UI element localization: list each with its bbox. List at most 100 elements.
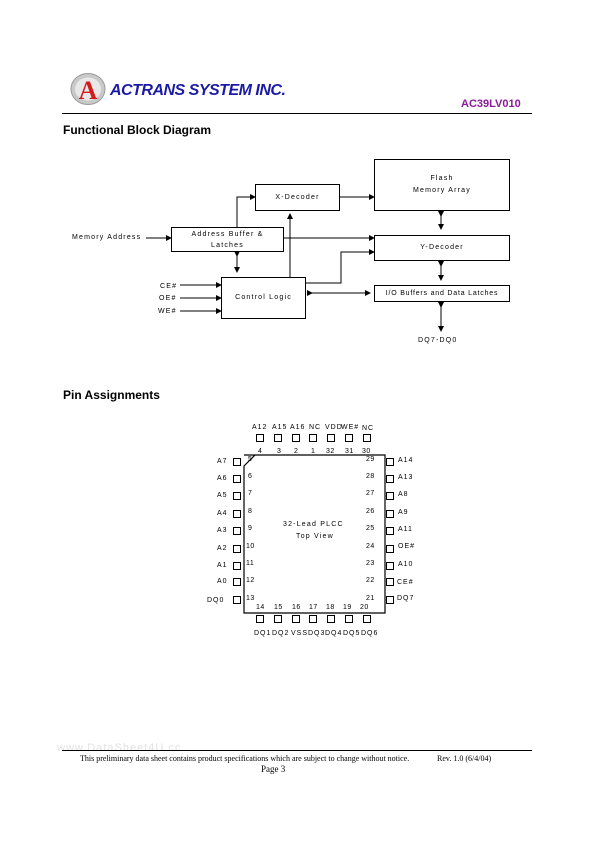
pin-pad bbox=[292, 434, 300, 442]
pin-number: 11 bbox=[246, 560, 255, 567]
pin-label: A12 bbox=[252, 424, 268, 431]
latches-label: Latches bbox=[211, 241, 244, 249]
pin-number: 16 bbox=[292, 604, 301, 611]
pin-label: NC bbox=[309, 424, 322, 431]
pin-number: 26 bbox=[366, 508, 375, 515]
pin-pad bbox=[233, 510, 241, 518]
svg-text:A: A bbox=[79, 76, 98, 105]
pin-pad bbox=[274, 615, 282, 623]
y-decoder-label: Y-Decoder bbox=[420, 244, 464, 251]
package-type-label: 32-Lead PLCC bbox=[283, 521, 344, 528]
footer-notice: This preliminary data sheet contains pro… bbox=[80, 754, 410, 763]
package-view-label: Top View bbox=[296, 533, 334, 540]
block-diagram-title: Functional Block Diagram bbox=[63, 123, 212, 137]
pin-label: A8 bbox=[398, 491, 409, 498]
pin-pad bbox=[386, 562, 394, 570]
pin-pad bbox=[309, 434, 317, 442]
page-number: Page 3 bbox=[261, 764, 286, 774]
control-logic-block: Control Logic bbox=[221, 277, 306, 319]
pin-label: A1 bbox=[217, 562, 228, 569]
pin-pad bbox=[256, 434, 264, 442]
pin-number: 17 bbox=[309, 604, 318, 611]
pin-pad bbox=[363, 434, 371, 442]
pin-label: A3 bbox=[217, 527, 228, 534]
pin-label: A11 bbox=[398, 526, 413, 533]
pin-number: 18 bbox=[326, 604, 335, 611]
pin-label: OE# bbox=[398, 543, 416, 550]
io-buffers-label: I/O Buffers and Data Latches bbox=[385, 289, 499, 297]
pin-number: 14 bbox=[256, 604, 265, 611]
pin-number: 19 bbox=[343, 604, 352, 611]
pin-pad bbox=[327, 615, 335, 623]
footer-rule bbox=[62, 750, 532, 751]
dq-signal: DQ7-DQ0 bbox=[418, 337, 458, 344]
pin-label: DQ4 bbox=[325, 630, 343, 637]
pin-number: 4 bbox=[258, 448, 263, 455]
pin-label: A6 bbox=[217, 475, 228, 482]
pin-label: NC bbox=[362, 425, 375, 432]
pin-pad bbox=[386, 596, 394, 604]
pin-number: 1 bbox=[311, 448, 316, 455]
pin-number: 27 bbox=[366, 490, 375, 497]
pin-pad bbox=[233, 578, 241, 586]
header-rule bbox=[62, 113, 532, 114]
plcc-package-outline bbox=[243, 454, 386, 614]
pin-label: DQ3 bbox=[308, 630, 326, 637]
block-diagram-connections bbox=[146, 194, 444, 332]
pin-number: 13 bbox=[246, 595, 255, 602]
address-buffer-label: Address Buffer & bbox=[191, 230, 264, 238]
pin-label: A10 bbox=[398, 561, 414, 568]
pin-number: 21 bbox=[366, 595, 375, 602]
pin-label: VDD bbox=[325, 424, 343, 431]
pin-pad bbox=[274, 434, 282, 442]
logo-emblem-icon: A bbox=[70, 73, 106, 105]
pin-label: DQ7 bbox=[397, 595, 415, 602]
watermark: www.DataSheet4U.cc bbox=[57, 742, 182, 754]
pin-pad bbox=[233, 562, 241, 570]
control-logic-label: Control Logic bbox=[235, 294, 292, 301]
pin-pad bbox=[233, 545, 241, 553]
pin-label: DQ5 bbox=[343, 630, 361, 637]
pin-pad bbox=[233, 492, 241, 500]
pin-number: 5 bbox=[248, 456, 253, 463]
pin-number: 23 bbox=[366, 560, 375, 567]
pin-label: A2 bbox=[217, 545, 228, 552]
pin-number: 30 bbox=[362, 448, 371, 455]
x-decoder-block: X-Decoder bbox=[255, 184, 340, 211]
pin-number: 32 bbox=[326, 448, 335, 455]
pin-number: 12 bbox=[246, 577, 255, 584]
pin-number: 9 bbox=[248, 525, 253, 532]
pin-number: 15 bbox=[274, 604, 283, 611]
pin-number: 10 bbox=[246, 543, 255, 550]
pin-number: 22 bbox=[366, 577, 375, 584]
pin-pad bbox=[309, 615, 317, 623]
pin-label: A13 bbox=[398, 474, 414, 481]
pin-pad bbox=[386, 458, 394, 466]
pin-number: 28 bbox=[366, 473, 375, 480]
pin-number: 3 bbox=[277, 448, 282, 455]
pin-label: A0 bbox=[217, 578, 228, 585]
pin-pad bbox=[292, 615, 300, 623]
pin-pad bbox=[386, 492, 394, 500]
pin-pad bbox=[345, 615, 353, 623]
pin-pad bbox=[386, 475, 394, 483]
pin-label: DQ6 bbox=[361, 630, 379, 637]
pin-pad bbox=[345, 434, 353, 442]
memory-array-label: Memory Array bbox=[413, 187, 471, 194]
ce-signal: CE# bbox=[160, 283, 178, 290]
pin-number: 29 bbox=[366, 456, 375, 463]
footer-revision: Rev. 1.0 (6/4/04) bbox=[437, 754, 492, 763]
pin-label: WE# bbox=[341, 424, 360, 431]
part-number: AC39LV010 bbox=[461, 98, 521, 110]
pin-label: A5 bbox=[217, 492, 228, 499]
pin-label: A14 bbox=[398, 457, 414, 464]
pin-label: A15 bbox=[272, 424, 288, 431]
pin-number: 2 bbox=[294, 448, 299, 455]
pin-pad bbox=[386, 510, 394, 518]
x-decoder-label: X-Decoder bbox=[275, 193, 320, 201]
y-decoder-block: Y-Decoder bbox=[374, 235, 510, 261]
company-logo: A bbox=[70, 72, 106, 106]
pin-pad bbox=[233, 527, 241, 535]
pin-assignments-title: Pin Assignments bbox=[63, 388, 160, 402]
pin-label: A9 bbox=[398, 509, 409, 516]
